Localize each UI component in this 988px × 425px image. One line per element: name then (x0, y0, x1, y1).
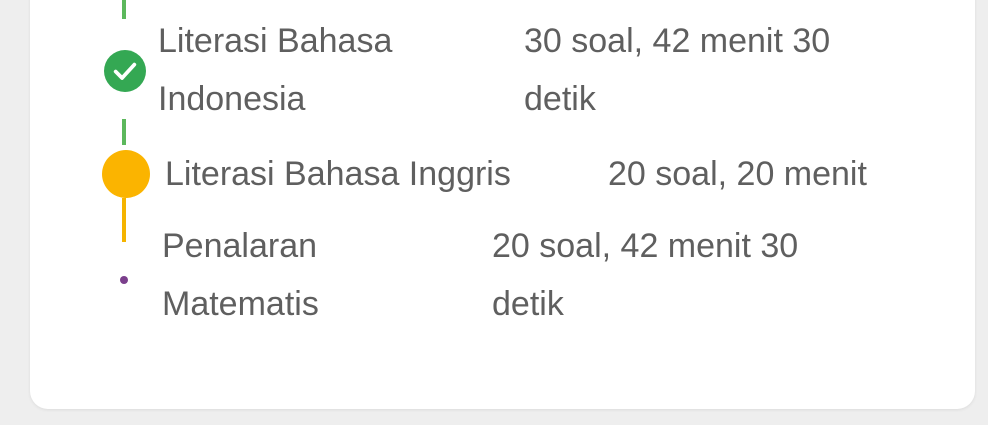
exam-sections-card (30, 0, 975, 409)
timeline-line-current (122, 198, 126, 242)
step-detail-penalaran-matematis: 20 soal, 42 menit 30 detik (492, 227, 799, 323)
step-title-literasi-inggris: Literasi Bahasa Inggris (165, 155, 511, 193)
step-detail-literasi-indonesia: 30 soal, 42 menit 30 detik (524, 22, 831, 118)
pending-step-indicator (120, 276, 128, 284)
step-title-literasi-indonesia: Literasi Bahasa Indonesia (158, 22, 393, 118)
timeline-line-completed (122, 119, 126, 145)
step-detail-literasi-inggris: 20 soal, 20 menit (608, 155, 867, 193)
timeline-line-top (122, 0, 126, 19)
completed-check-icon (104, 50, 146, 92)
step-title-penalaran-matematis: Penalaran Matematis (162, 227, 319, 323)
current-step-indicator (102, 150, 150, 198)
